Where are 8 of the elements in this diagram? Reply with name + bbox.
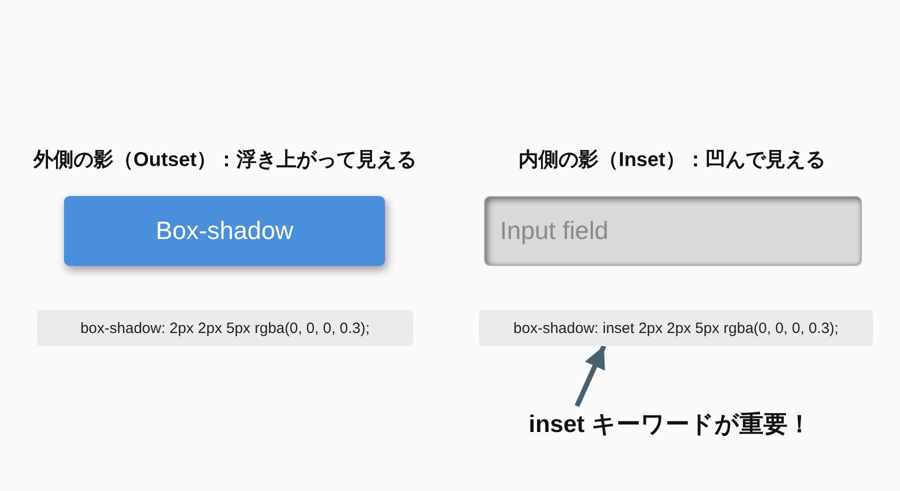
arrow — [574, 344, 606, 408]
sample-button: Box-shadow — [64, 196, 385, 266]
section-heading: 内側の影（Inset）：凹んで見える — [518, 148, 826, 173]
input-field: Input field — [484, 196, 862, 266]
annotation-text: inset キーワードが重要！ — [520, 406, 820, 442]
section-heading: 外側の影（Outset）：浮き上がって見える — [32, 148, 418, 173]
code-snippet: box-shadow: inset 2px 2px 5px rgba(0, 0, 0, 0.3); — [479, 310, 873, 346]
code-snippet: box-shadow: 2px 2px 5px rgba(0, 0, 0, 0.3); — [37, 310, 413, 346]
